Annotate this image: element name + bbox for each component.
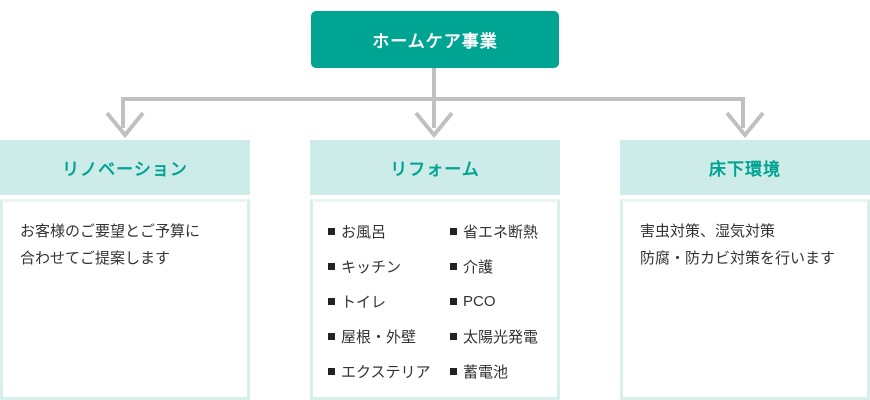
branch-reform-header: リフォーム — [310, 140, 560, 195]
connector-horizontal — [121, 97, 745, 128]
list-item: キッチン — [328, 249, 450, 284]
square-bullet-icon — [450, 228, 457, 235]
branch-renovation-title: リノベーション — [62, 160, 188, 179]
branch-renovation-text-line: お客様のご要望とご予算に — [20, 223, 201, 240]
list-item: 介護 — [450, 249, 557, 284]
list-item-label: エクステリア — [341, 364, 431, 381]
branch-underfloor-body: 害虫対策、湿気対策 防腐・防カビ対策を行います — [620, 199, 870, 400]
list-item: お風呂 — [328, 214, 450, 249]
branch-renovation-header: リノベーション — [0, 140, 250, 195]
list-item: 太陽光発電 — [450, 319, 557, 354]
square-bullet-icon — [328, 263, 335, 270]
square-bullet-icon — [328, 368, 335, 375]
list-item-label: トイレ — [341, 294, 387, 311]
square-bullet-icon — [450, 263, 457, 270]
branch-underfloor-title: 床下環境 — [709, 160, 781, 179]
list-item-label: PCO — [463, 293, 496, 310]
list-item-label: 介護 — [463, 259, 494, 276]
list-item: 省エネ断熱 — [450, 214, 557, 249]
branch-underfloor-text-line: 害虫対策、湿気対策 — [640, 223, 776, 240]
square-bullet-icon — [328, 333, 335, 340]
list-item-label: キッチン — [341, 259, 402, 276]
list-item: エクステリア — [328, 354, 450, 389]
branch-renovation-body: お客様のご要望とご予算に 合わせてご提案します — [0, 199, 250, 400]
list-item: 屋根・外壁 — [328, 319, 450, 354]
branch-underfloor-text-line: 防腐・防カビ対策を行います — [640, 250, 836, 267]
reform-list-left: お風呂 キッチン トイレ 屋根・外壁 エクステリア — [328, 214, 450, 397]
arrow-down-icon — [725, 111, 765, 139]
square-bullet-icon — [450, 298, 457, 305]
list-item: トイレ — [328, 284, 450, 319]
list-item: PCO — [450, 284, 557, 319]
branch-renovation: リノベーション お客様のご要望とご予算に 合わせてご提案します — [0, 140, 250, 400]
arrow-down-icon — [105, 111, 145, 139]
branch-underfloor: 床下環境 害虫対策、湿気対策 防腐・防カビ対策を行います — [620, 140, 870, 400]
root-node-label: ホームケア事業 — [372, 32, 498, 51]
branch-reform-body: お風呂 キッチン トイレ 屋根・外壁 エクステリア 省エネ断熱 介護 PCO 太… — [310, 199, 560, 400]
square-bullet-icon — [450, 368, 457, 375]
list-item: 蓄電池 — [450, 354, 557, 389]
square-bullet-icon — [450, 333, 457, 340]
branch-reform-title: リフォーム — [390, 160, 480, 179]
branch-underfloor-header: 床下環境 — [620, 140, 870, 195]
branch-reform: リフォーム お風呂 キッチン トイレ 屋根・外壁 エクステリア 省エネ断熱 介護… — [310, 140, 560, 400]
list-item-label: 蓄電池 — [463, 364, 509, 381]
list-item-label: お風呂 — [341, 224, 387, 241]
list-item-label: 太陽光発電 — [463, 329, 539, 346]
square-bullet-icon — [328, 228, 335, 235]
arrow-down-icon — [414, 111, 454, 139]
root-node-homecare: ホームケア事業 — [311, 11, 559, 68]
list-item-label: 省エネ断熱 — [463, 224, 539, 241]
reform-list-right: 省エネ断熱 介護 PCO 太陽光発電 蓄電池 — [450, 214, 557, 397]
branch-renovation-text-line: 合わせてご提案します — [20, 250, 171, 267]
square-bullet-icon — [328, 298, 335, 305]
list-item-label: 屋根・外壁 — [341, 329, 417, 346]
